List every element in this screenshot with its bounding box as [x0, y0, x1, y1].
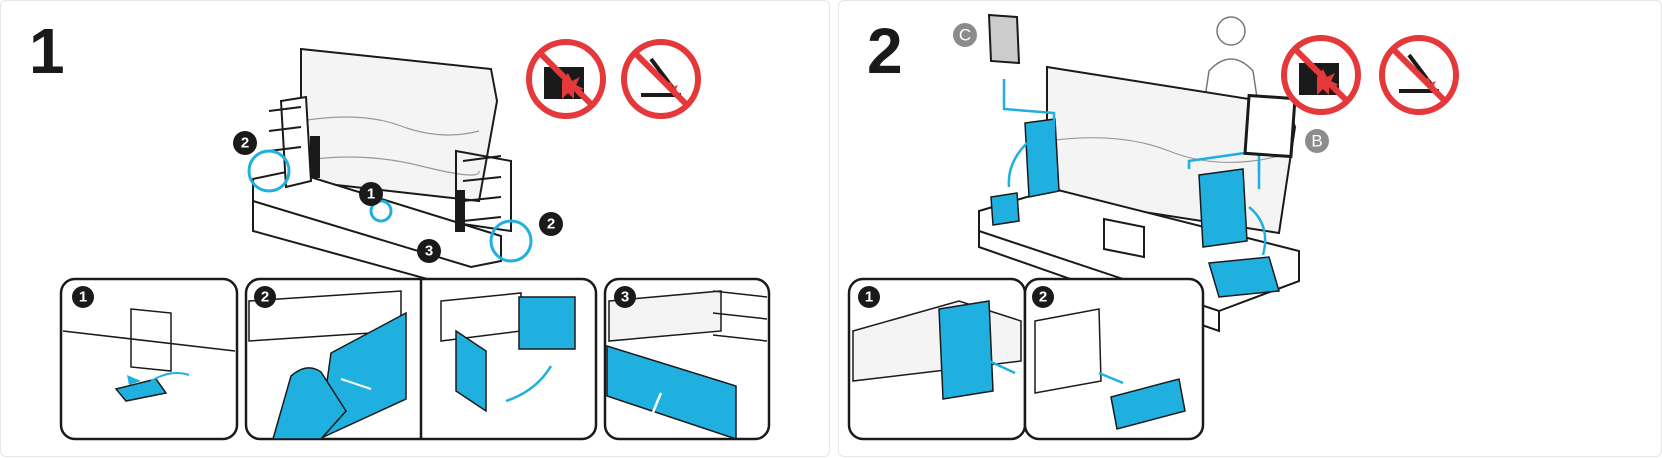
callout-badge-2-left: 2: [233, 131, 257, 155]
step-2-inset-1-label: 1: [865, 289, 873, 306]
highlight-circles: [247, 149, 533, 263]
step-1-panel: 1: [0, 0, 830, 457]
tab-highlight: [369, 199, 393, 223]
svg-text:B: B: [1311, 132, 1322, 151]
step-1-inset-1: 1: [59, 277, 239, 441]
part-c-label: C: [953, 23, 977, 47]
blue-guide-lines: [1002, 79, 1267, 256]
step-1-number: 1: [29, 15, 65, 87]
corner-highlight-left: [247, 149, 291, 193]
step-1-inset-2: 2: [244, 277, 598, 441]
step-2-inset-2-label: 2: [1039, 289, 1047, 306]
callout-badge-3: 3: [417, 239, 441, 263]
step-1-inset-1-label: 1: [79, 289, 87, 306]
foam-corner-right: [1198, 168, 1280, 298]
no-sharp-tools-icon: [1379, 35, 1459, 115]
part-c-bracket: [987, 13, 1021, 65]
no-pressing-screen-icon: [526, 39, 606, 119]
step-1-inset-2-label: 2: [261, 289, 269, 306]
callout-badge-1: 1: [359, 182, 383, 206]
step-1-inset-3-label: 3: [621, 289, 629, 306]
part-b-label: B: [1305, 129, 1329, 153]
svg-text:C: C: [959, 26, 971, 45]
step-2-panel: 2: [838, 0, 1662, 457]
no-sharp-tools-icon: [621, 39, 701, 119]
part-b-plate: [1243, 93, 1297, 159]
step-2-inset-1: 1: [847, 277, 1027, 441]
foam-corner-left: [990, 118, 1060, 226]
step-2-number: 2: [867, 15, 903, 87]
tv-in-packaging-illustration: [252, 47, 512, 292]
callout-2-left-label: 2: [241, 135, 249, 152]
callout-badge-2-right: 2: [539, 212, 563, 236]
step-1-illustration: 2 1 2 3: [59, 39, 771, 441]
callout-3-label: 3: [425, 243, 433, 260]
callout-2-right-label: 2: [547, 216, 555, 233]
callout-1-label: 1: [367, 186, 375, 203]
step-2-illustration: C B: [847, 13, 1459, 441]
no-pressing-screen-icon: [1281, 35, 1361, 115]
corner-highlight-right: [489, 219, 533, 263]
step-1-inset-3: 3: [603, 277, 771, 441]
step-2-inset-2: 2: [1023, 277, 1205, 441]
